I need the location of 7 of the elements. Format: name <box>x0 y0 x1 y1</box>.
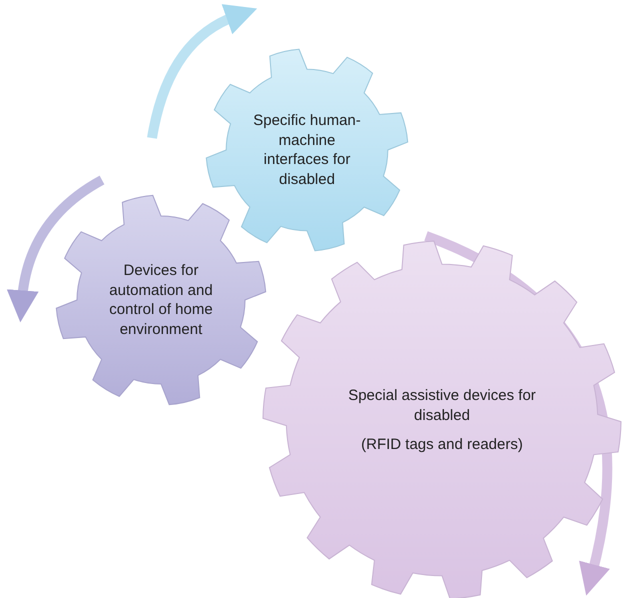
gear-shape <box>55 194 267 406</box>
gear-shape <box>205 48 409 252</box>
gear-shape <box>262 240 622 598</box>
gear-label: Special assistive devices for disabled <box>347 386 537 425</box>
gear-label: Devices for automation and control of home environment <box>108 261 214 339</box>
gear-label: Specific human-machine interfaces for disabled <box>252 111 362 189</box>
gear-label: (RFID tags and readers) <box>360 434 524 454</box>
